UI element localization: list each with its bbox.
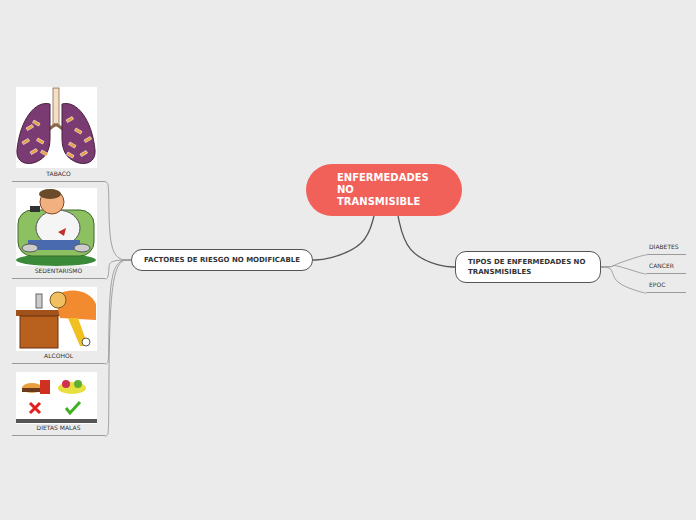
cigarette [30, 149, 38, 155]
branch-connector [105, 260, 131, 436]
leaf-topic: DIABETES [647, 242, 686, 255]
topic-label: ALCOHOL [14, 352, 103, 360]
cigarette [67, 152, 75, 158]
leaf-topic: TABACO [12, 169, 105, 182]
branch-connector [601, 267, 647, 293]
leaf-topic: ALCOHOL [12, 351, 105, 364]
topic-label: EPOC [649, 281, 684, 289]
cigarette [22, 139, 30, 145]
diet-illustration [16, 372, 97, 424]
cigarette [75, 128, 83, 134]
branch-topic: FACTORES DE RIESGO NO MODIFICABLE [131, 249, 313, 271]
cigarette [66, 117, 74, 123]
topic-label: SEDENTARISMO [14, 267, 103, 275]
leaf-topic: SEDENTARISMO [12, 266, 105, 279]
branch-connector [601, 266, 647, 274]
leaf-topic: DIETAS MALAS [12, 423, 105, 436]
topic-label: ENFERMEDADES NO TRANSMISIBLE [337, 172, 429, 208]
cigarette [41, 150, 49, 156]
branch-connector [105, 260, 131, 364]
cigarette [80, 151, 88, 157]
branch-connector [105, 260, 131, 279]
topic-label: TABACO [14, 170, 103, 178]
leaf-topic: CANCER [647, 261, 686, 274]
leaf-topic: EPOC [647, 280, 686, 293]
sedentary-illustration [16, 188, 97, 266]
cigarette [26, 125, 34, 131]
cigarette [37, 138, 45, 144]
topic-label: FACTORES DE RIESGO NO MODIFICABLE [144, 255, 300, 265]
cigarette [84, 137, 92, 143]
branch-topic: TIPOS DE ENFERMEDADES NO TRANSMISIBLES [455, 251, 601, 283]
topic-label: TIPOS DE ENFERMEDADES NO TRANSMISIBLES [468, 257, 588, 277]
branch-connector [105, 182, 131, 260]
topic-label: DIABETES [649, 243, 684, 251]
lungs-illustration [16, 87, 97, 168]
alcohol-illustration [16, 287, 97, 351]
branch-connector [398, 216, 455, 267]
central-topic: ENFERMEDADES NO TRANSMISIBLE [306, 164, 462, 216]
cigarette [69, 142, 77, 148]
topic-label: DIETAS MALAS [14, 424, 103, 432]
cigarette [33, 120, 41, 126]
branch-connector [313, 216, 374, 260]
topic-label: CANCER [649, 262, 684, 270]
branch-connector [601, 255, 647, 267]
